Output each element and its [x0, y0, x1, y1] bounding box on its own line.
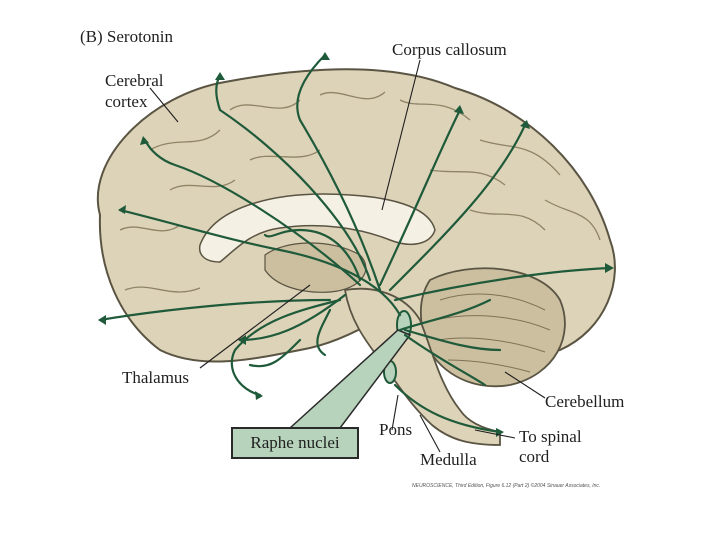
label-cerebral-cortex-line2: cortex [105, 92, 148, 111]
thalamus-region [264, 242, 367, 293]
label-raphe-nuclei: Raphe nuclei [231, 427, 359, 459]
diagram-title: (B) Serotonin [80, 27, 174, 46]
cerebellum-folia [434, 293, 551, 373]
label-cerebral-cortex-line1: Cerebral [105, 71, 164, 90]
corpus-callosum [198, 193, 436, 263]
label-medulla: Medulla [420, 450, 477, 469]
figure-credit: NEUROSCIENCE, Third Edition, Figure 6.12… [412, 483, 601, 489]
label-corpus-callosum: Corpus callosum [392, 40, 507, 59]
leader-lines [149, 59, 546, 453]
label-spinal-line1: To spinal [519, 427, 582, 446]
fiber-arrowheads [98, 52, 614, 437]
gyri [119, 91, 601, 293]
serotonin-fibers [98, 53, 612, 434]
label-spinal-line2: cord [519, 447, 550, 466]
label-pons: Pons [379, 420, 413, 439]
label-cerebellum: Cerebellum [545, 392, 625, 411]
label-thalamus: Thalamus [122, 368, 190, 387]
